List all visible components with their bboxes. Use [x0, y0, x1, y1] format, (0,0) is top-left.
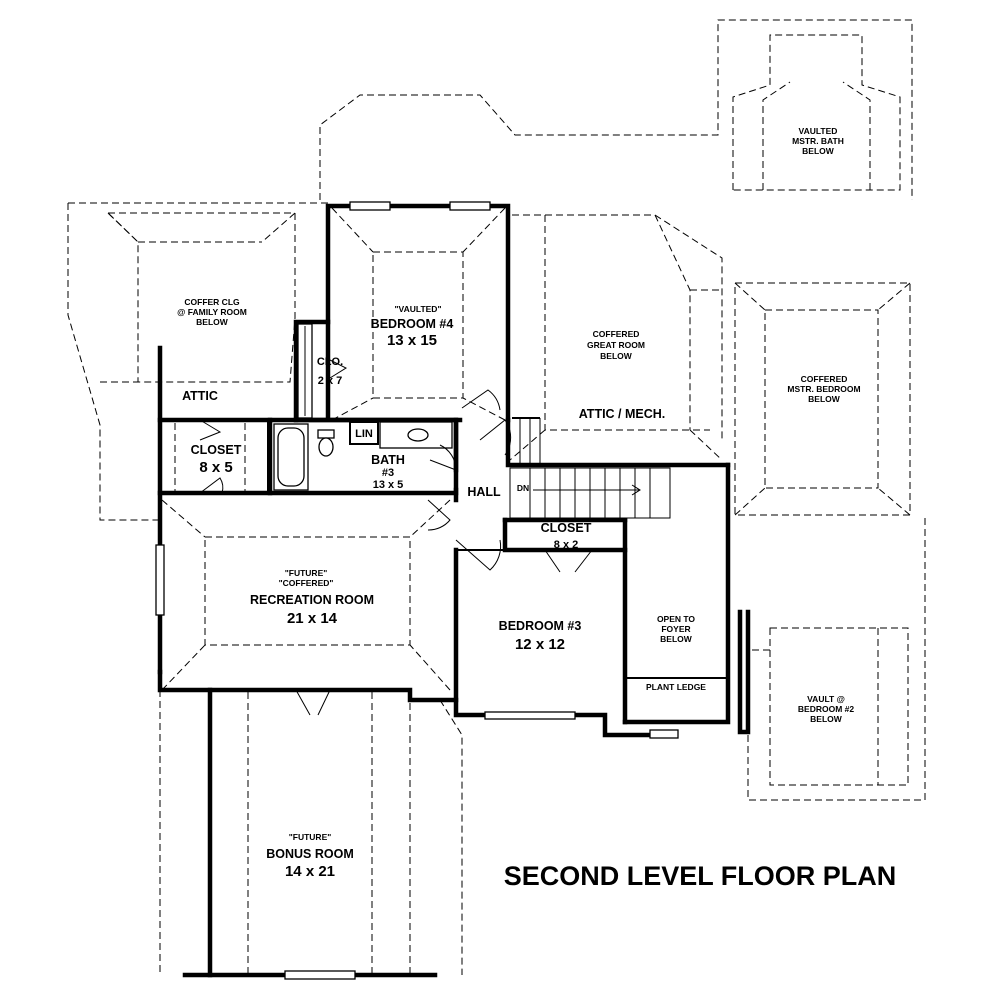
mstr-bath-below-line1: VAULTED — [799, 126, 838, 136]
closet-left-size: 8 x 5 — [199, 459, 232, 476]
closet-bed3-size: 8 x 2 — [554, 539, 578, 551]
mstr-bed-below-line1: COFFERED — [801, 374, 848, 384]
fixtures — [155, 201, 679, 980]
bath3-line2: #3 — [382, 467, 394, 479]
dashed-outlines — [67, 19, 926, 975]
closet-left-name: CLOSET — [191, 443, 242, 457]
great-below-line3: BELOW — [600, 351, 633, 361]
clo-size: 2 x 7 — [318, 375, 342, 387]
bonus-note: "FUTURE" — [289, 832, 332, 842]
bath3-line1: BATH — [371, 453, 405, 467]
bed2-below-line3: BELOW — [810, 714, 843, 724]
bed2-below-line2: BEDROOM #2 — [798, 704, 854, 714]
plan-title: SECOND LEVEL FLOOR PLAN — [504, 861, 897, 891]
stairs — [509, 417, 671, 519]
bed2-below-line1: VAULT @ — [807, 694, 845, 704]
bonus-name: BONUS ROOM — [266, 847, 354, 861]
mstr-bath-below-line3: BELOW — [802, 146, 835, 156]
bedroom4-note: "VAULTED" — [395, 304, 442, 314]
recreation-size: 21 x 14 — [287, 610, 338, 627]
attic-label: ATTIC — [182, 389, 218, 403]
stair-dn-label: DN — [517, 483, 529, 493]
recreation-note2: "COFFERED" — [279, 578, 334, 588]
closet-bed3-name: CLOSET — [541, 521, 592, 535]
recreation-name: RECREATION ROOM — [250, 593, 374, 607]
bedroom4-name: BEDROOM #4 — [371, 317, 454, 331]
family-below-line3: BELOW — [196, 317, 229, 327]
family-below-line2: @ FAMILY ROOM — [177, 307, 247, 317]
attic-mech-label: ATTIC / MECH. — [579, 407, 666, 421]
mstr-bed-below-line2: MSTR. BEDROOM — [787, 384, 860, 394]
mstr-bed-below-line3: BELOW — [808, 394, 841, 404]
mstr-bath-below-line2: MSTR. BATH — [792, 136, 844, 146]
lin-label: LIN — [355, 428, 373, 440]
great-below-line2: GREAT ROOM — [587, 340, 645, 350]
foyer-below-line2: FOYER — [661, 624, 690, 634]
bedroom3-name: BEDROOM #3 — [499, 619, 582, 633]
foyer-below-line3: BELOW — [660, 634, 693, 644]
bath3-size: 13 x 5 — [373, 479, 404, 491]
family-below-line1: COFFER CLG — [184, 297, 240, 307]
great-below-line1: COFFERED — [593, 329, 640, 339]
bedroom4-size: 13 x 15 — [387, 332, 437, 349]
bedroom3-size: 12 x 12 — [515, 636, 565, 653]
hall-label: HALL — [467, 485, 501, 499]
walls — [157, 203, 751, 978]
recreation-note1: "FUTURE" — [285, 568, 328, 578]
room-labels: COFFER CLG @ FAMILY ROOM BELOW ATTIC "VA… — [177, 126, 860, 880]
bonus-size: 14 x 21 — [285, 863, 335, 880]
foyer-below-line1: OPEN TO — [657, 614, 695, 624]
clo-name: CLO. — [317, 356, 343, 368]
plant-ledge-label: PLANT LEDGE — [646, 682, 706, 692]
